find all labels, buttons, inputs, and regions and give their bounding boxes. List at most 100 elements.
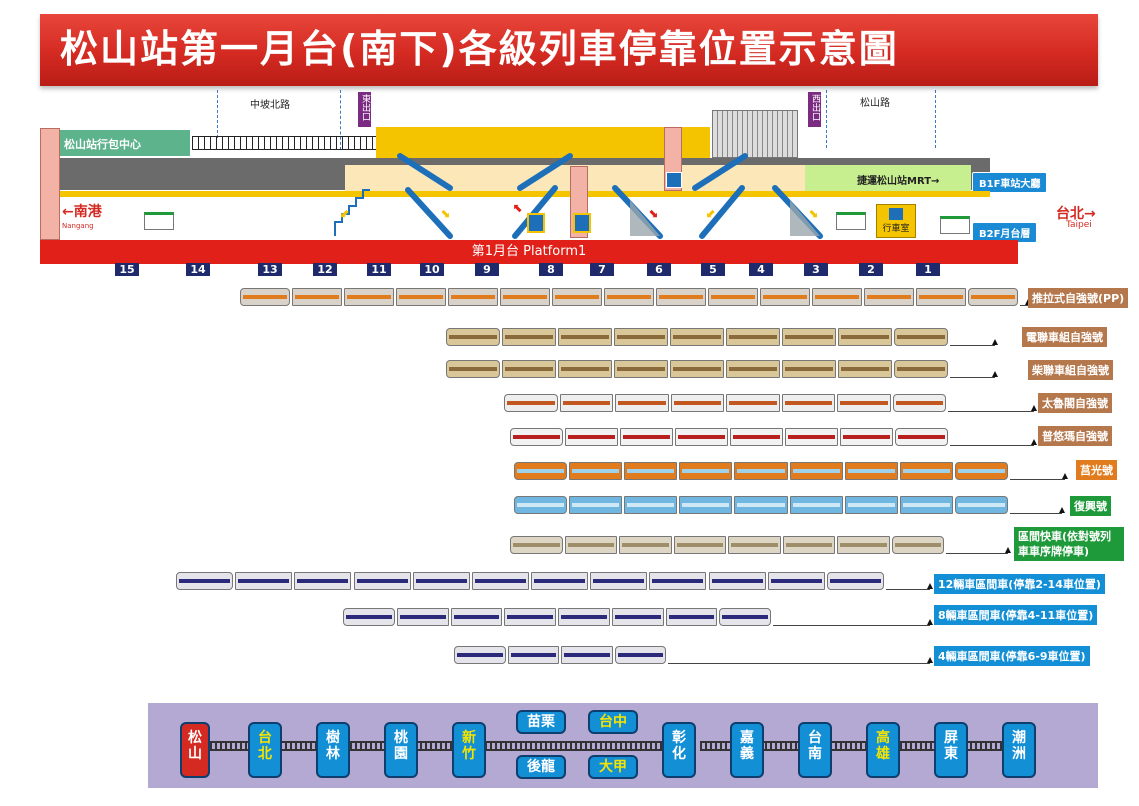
train-car-stripe <box>676 543 723 547</box>
train-car-stripe <box>297 579 349 583</box>
mrt-passage: 捷運松山站MRT→ <box>805 165 971 191</box>
train-car-stripe <box>623 435 670 439</box>
train-car <box>344 288 394 306</box>
train-car-stripe <box>627 503 675 507</box>
car-number: 2 <box>859 263 883 276</box>
station-node[interactable]: 新竹 <box>452 722 486 778</box>
train-car-stripe <box>517 469 565 473</box>
overpass-bridge <box>192 136 376 150</box>
station-node[interactable]: 台南 <box>798 722 832 778</box>
train-car-stripe <box>617 653 663 657</box>
train-car-stripe <box>622 543 669 547</box>
train-car <box>558 360 612 378</box>
train-car-stripe <box>711 295 755 299</box>
escalator <box>517 153 573 191</box>
train-car-stripe <box>895 401 943 405</box>
train-car-stripe <box>238 579 290 583</box>
down-arrow-icon: ⬊ <box>440 206 451 220</box>
train-car-stripe <box>507 401 555 405</box>
pillar <box>40 128 60 240</box>
train-car-stripe <box>957 503 1005 507</box>
train-car-stripe <box>785 335 833 339</box>
station-node[interactable]: 台中 <box>588 710 638 734</box>
road-line <box>340 90 341 150</box>
concourse-block <box>376 127 710 162</box>
stairs <box>334 189 370 236</box>
train-car <box>844 462 898 480</box>
train-car-stripe <box>894 543 941 547</box>
station-node[interactable]: 屏東 <box>934 722 968 778</box>
train-car <box>899 496 953 514</box>
train-car-stripe <box>243 295 287 299</box>
down-arrow-icon: ⬊ <box>808 206 819 220</box>
train-car <box>649 572 707 590</box>
train-type-label: 12輛車區間車(停靠2-14車位置) <box>934 574 1105 594</box>
station-node[interactable]: 大甲 <box>588 755 638 779</box>
train-type-label: 柴聯車組自強號 <box>1028 360 1113 380</box>
train-car <box>558 328 612 346</box>
yellow-line <box>58 191 990 197</box>
stop-marker-icon <box>1059 507 1065 513</box>
train-car <box>730 428 783 446</box>
train-type-label: 8輛車區間車(停靠4-11車位置) <box>934 605 1098 625</box>
train-car-stripe <box>682 469 730 473</box>
station-node[interactable]: 高雄 <box>866 722 900 778</box>
train-car <box>446 360 500 378</box>
train-car <box>569 496 623 514</box>
train-type-label: 電聯車組自強號 <box>1022 327 1107 347</box>
train-car <box>611 608 664 626</box>
station-node[interactable]: 松山 <box>180 722 210 778</box>
car-number: 13 <box>258 263 282 276</box>
station-node[interactable]: 嘉義 <box>730 722 764 778</box>
train-car <box>670 360 724 378</box>
train-car <box>446 328 500 346</box>
station-node[interactable]: 彰化 <box>662 722 696 778</box>
train-car-stripe <box>847 469 895 473</box>
train-car <box>343 608 395 626</box>
train-car-stripe <box>902 469 950 473</box>
train-stop-line <box>773 625 930 626</box>
train-car-stripe <box>867 295 911 299</box>
train-car-stripe <box>617 367 665 371</box>
train-car <box>728 536 781 554</box>
train-car-stripe <box>564 653 610 657</box>
train-car-stripe <box>505 367 553 371</box>
train-car <box>864 288 914 306</box>
station-node[interactable]: 桃園 <box>384 722 418 778</box>
train-car <box>353 572 411 590</box>
station-node[interactable]: 苗栗 <box>516 710 566 734</box>
direction-north-en: Taipei <box>1066 220 1092 230</box>
train-car <box>837 536 890 554</box>
train-car-stripe <box>678 435 725 439</box>
train-car-stripe <box>561 335 609 339</box>
train-car <box>514 462 568 480</box>
elevator-icon <box>666 172 682 188</box>
station-node[interactable]: 台北 <box>248 722 282 778</box>
train-car <box>840 428 893 446</box>
escalator-shadows <box>630 200 820 236</box>
station-node[interactable]: 樹林 <box>316 722 350 778</box>
road-label-right: 松山路 <box>860 98 890 109</box>
train-car <box>454 646 506 664</box>
train-car <box>670 394 724 412</box>
train-car <box>590 572 648 590</box>
up-arrow-icon: ⬉ <box>513 201 524 215</box>
train-car <box>614 328 668 346</box>
train-car-stripe <box>898 435 945 439</box>
train-car-stripe <box>840 543 887 547</box>
car-number: 1 <box>916 263 940 276</box>
train-car <box>673 536 726 554</box>
train-car-stripe <box>415 579 467 583</box>
train-stop-line <box>1010 513 1062 514</box>
escalators <box>397 153 823 239</box>
train-car <box>782 536 835 554</box>
station-node[interactable]: 後龍 <box>516 755 566 779</box>
station-node[interactable]: 潮洲 <box>1002 722 1036 778</box>
train-type-label: 4輛車區間車(停靠6-9車位置) <box>934 646 1090 666</box>
stop-marker-icon <box>927 657 933 663</box>
train-car-stripe <box>902 503 950 507</box>
rail-track <box>210 741 670 751</box>
train-car-stripe <box>729 401 777 405</box>
train-car-stripe <box>451 295 495 299</box>
train-car-stripe <box>399 295 443 299</box>
